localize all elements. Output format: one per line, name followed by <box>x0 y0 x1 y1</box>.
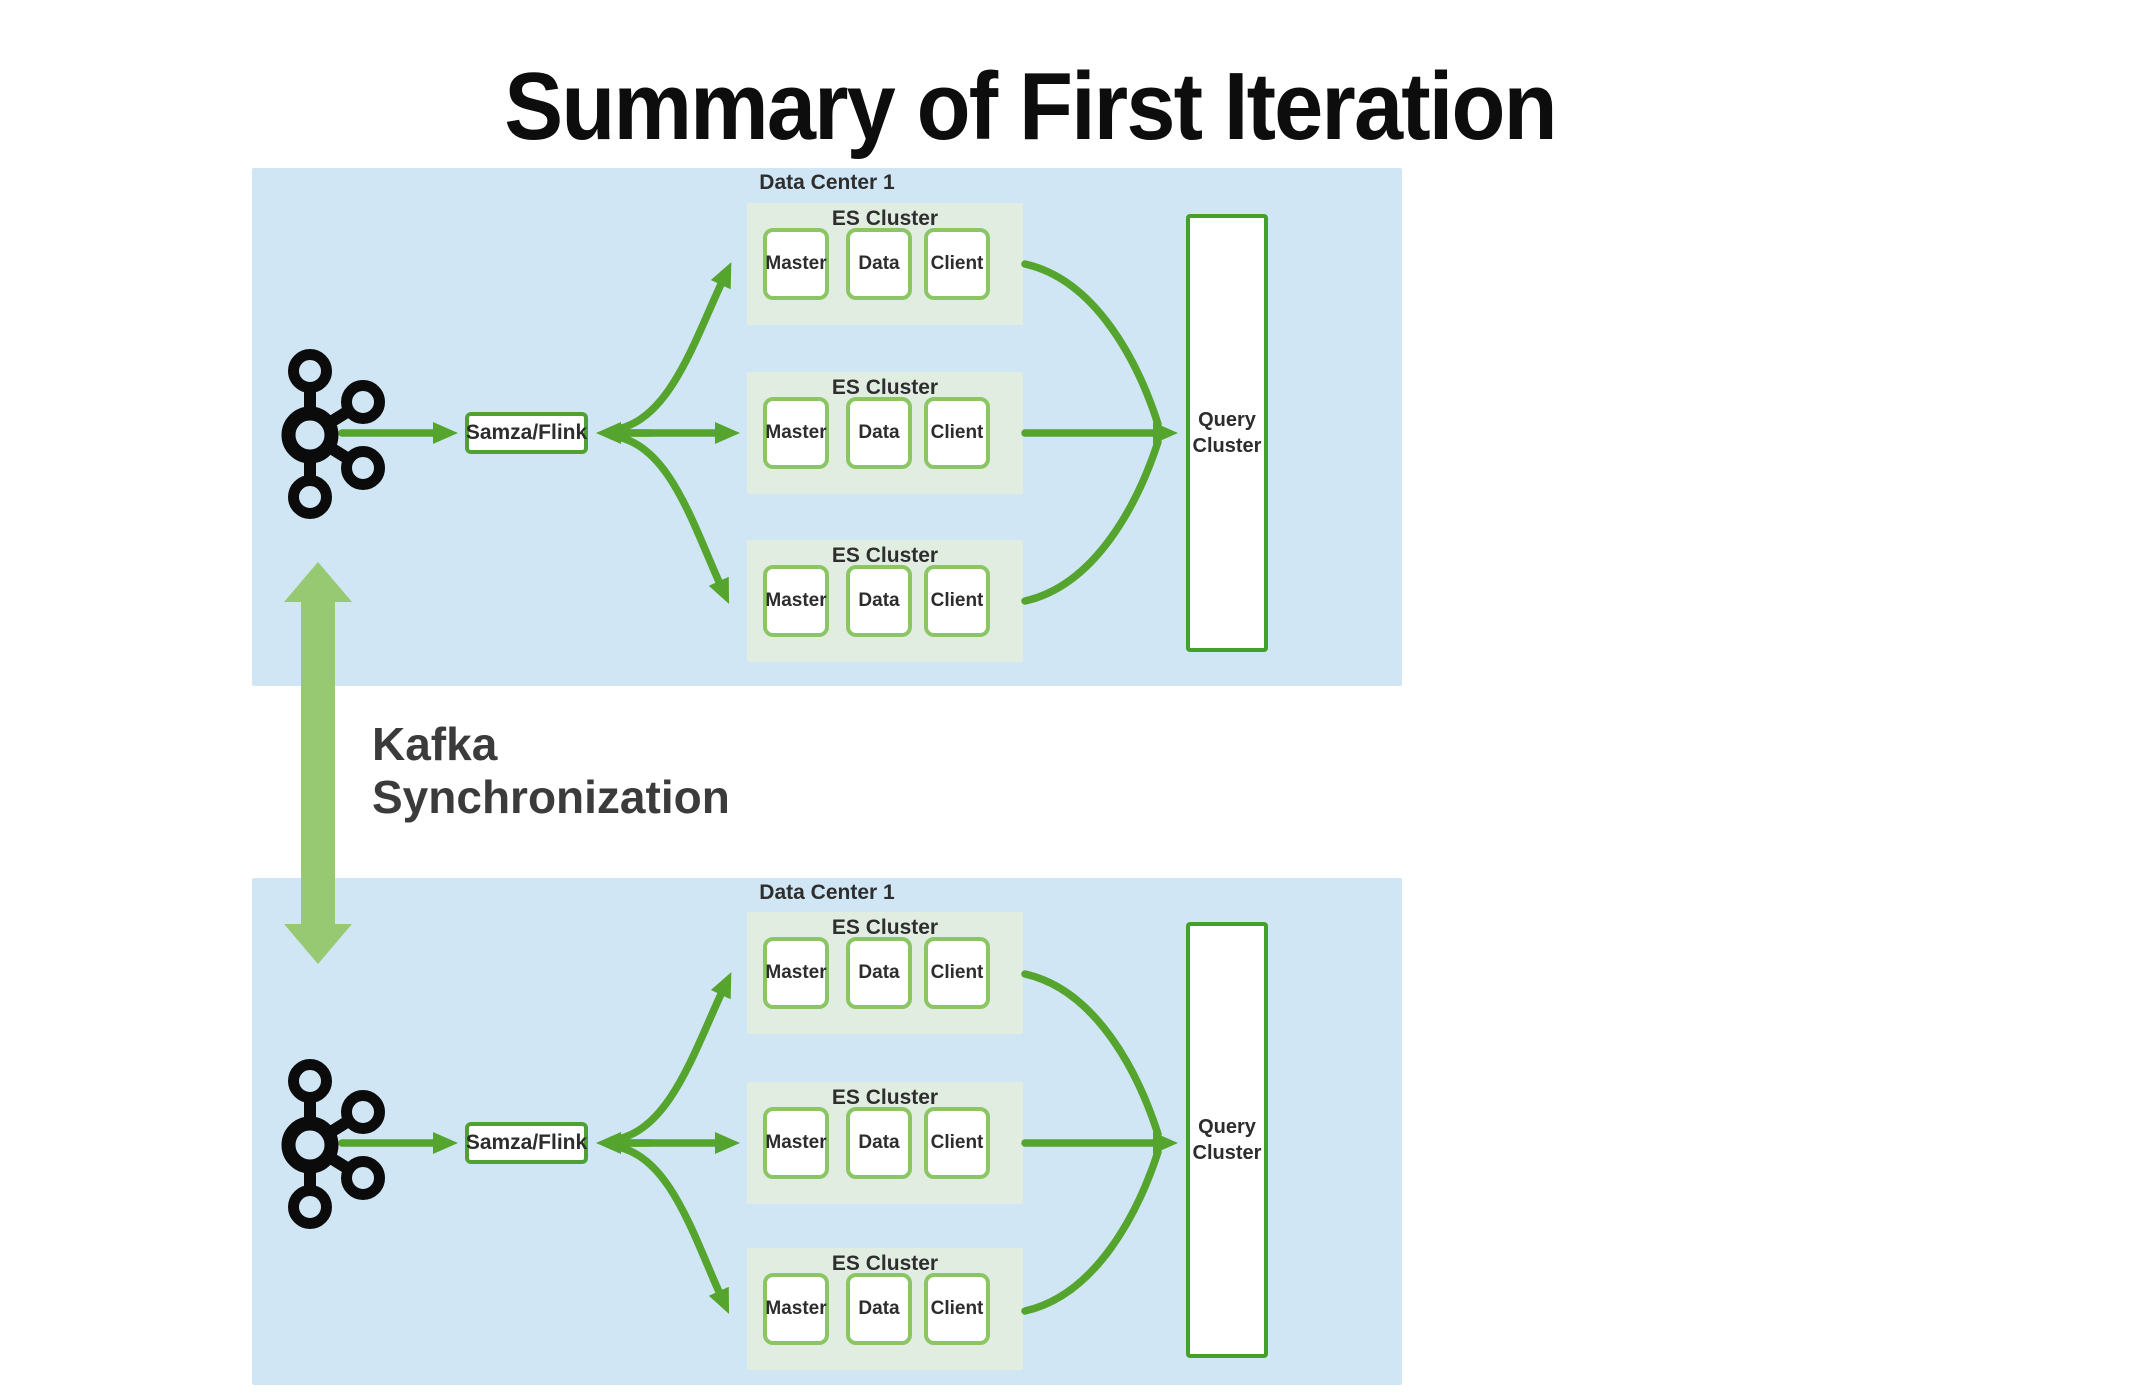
es-node-master: Master <box>763 937 829 1009</box>
page-title: Summary of First Iteration <box>504 53 1557 160</box>
es-node-master: Master <box>763 565 829 637</box>
es-node-data: Data <box>846 937 912 1009</box>
es-cluster-title: ES Cluster <box>831 207 939 230</box>
es-node-client: Client <box>924 228 990 300</box>
data-center-label: Data Center 1 <box>759 881 895 904</box>
es-node-data: Data <box>846 1273 912 1345</box>
es-cluster: ES Cluster Master Data Client <box>747 540 1023 662</box>
es-cluster-title: ES Cluster <box>831 1086 939 1109</box>
es-cluster: ES Cluster Master Data Client <box>747 203 1023 325</box>
es-node-client: Client <box>924 937 990 1009</box>
es-node-client: Client <box>924 565 990 637</box>
samza-flink-box: Samza/Flink <box>465 412 588 454</box>
es-node-master: Master <box>763 1273 829 1345</box>
es-cluster: ES Cluster Master Data Client <box>747 372 1023 494</box>
data-center-label: Data Center 1 <box>759 171 895 194</box>
es-node-master: Master <box>763 228 829 300</box>
es-cluster: ES Cluster Master Data Client <box>747 1082 1023 1204</box>
query-cluster-box: Query Cluster <box>1186 922 1268 1358</box>
es-node-data: Data <box>846 1107 912 1179</box>
es-node-client: Client <box>924 1273 990 1345</box>
es-node-client: Client <box>924 397 990 469</box>
es-cluster-title: ES Cluster <box>831 376 939 399</box>
es-cluster: ES Cluster Master Data Client <box>747 912 1023 1034</box>
kafka-sync-label-line1: Kafka <box>372 718 498 770</box>
kafka-sync-label: Kafka Synchronization <box>372 718 730 824</box>
es-cluster-title: ES Cluster <box>831 916 939 939</box>
es-node-master: Master <box>763 1107 829 1179</box>
es-node-data: Data <box>846 565 912 637</box>
kafka-sync-label-line2: Synchronization <box>372 771 730 823</box>
es-cluster-title: ES Cluster <box>831 544 939 567</box>
samza-flink-box: Samza/Flink <box>465 1122 588 1164</box>
es-node-data: Data <box>846 397 912 469</box>
es-node-client: Client <box>924 1107 990 1179</box>
es-cluster: ES Cluster Master Data Client <box>747 1248 1023 1370</box>
es-node-data: Data <box>846 228 912 300</box>
es-cluster-title: ES Cluster <box>831 1252 939 1275</box>
es-node-master: Master <box>763 397 829 469</box>
query-cluster-box: Query Cluster <box>1186 214 1268 652</box>
